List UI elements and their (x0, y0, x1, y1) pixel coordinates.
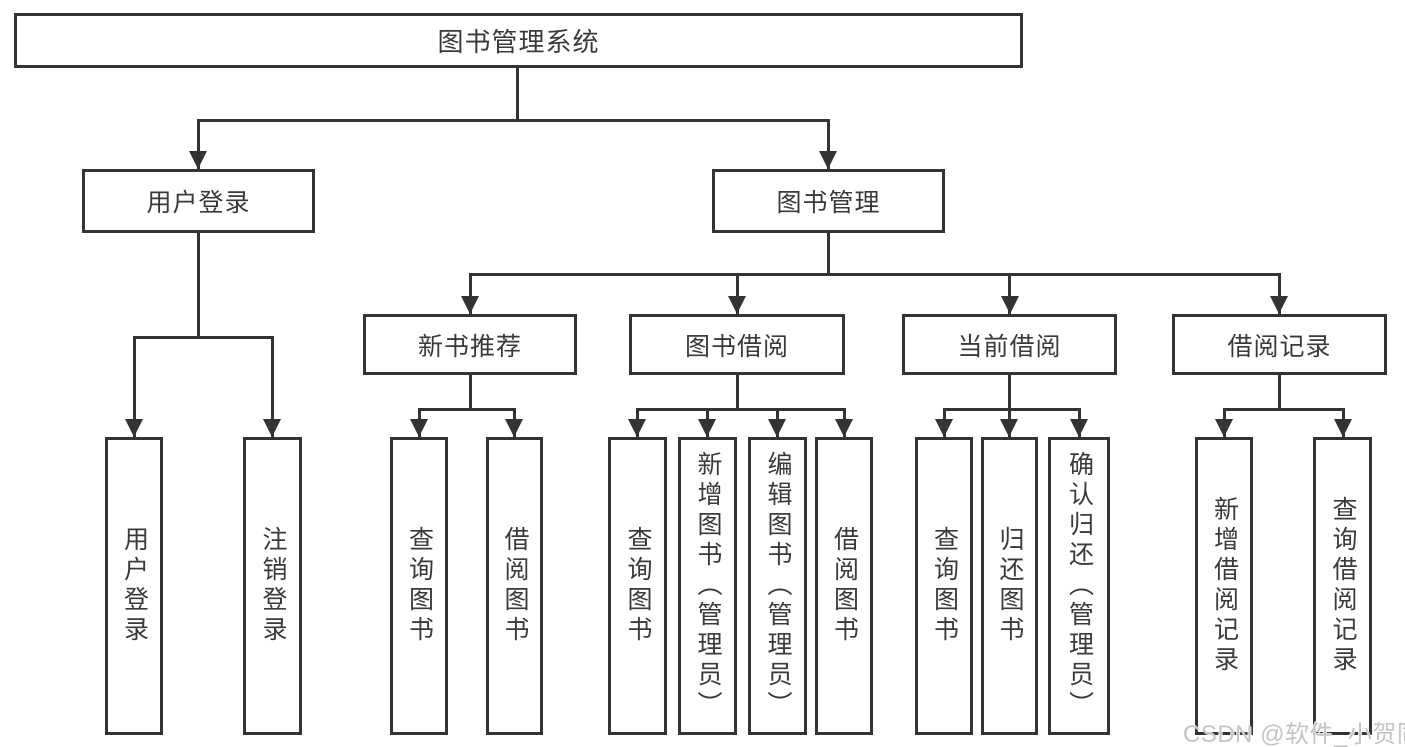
arrowhead-down-icon (1070, 419, 1088, 437)
arrowhead-down-icon (505, 419, 523, 437)
arrowhead-down-icon (628, 419, 646, 437)
node-label: 查询借阅记录 (1329, 496, 1357, 676)
leaf-query-borrow-record: 查询借阅记录 (1313, 437, 1372, 735)
connector-line (469, 273, 472, 314)
arrowhead-down-icon (835, 419, 853, 437)
leaf-confirm-return-admin: 确认归还（管理员） (1048, 437, 1110, 735)
leaf-add-book-admin: 新增图书（管理员） (678, 437, 737, 735)
arrowhead-down-icon (1270, 296, 1288, 314)
leaf-query-books-borrowing: 查询图书 (608, 437, 667, 735)
arrowhead-down-icon (410, 419, 428, 437)
connector-line (197, 119, 200, 169)
connector-line (469, 375, 472, 408)
node-label: 当前借阅 (957, 332, 1062, 361)
arrowhead-down-icon (768, 419, 786, 437)
connector-line (827, 233, 830, 273)
arrowhead-down-icon (728, 296, 746, 314)
node-label: 查询图书 (624, 526, 652, 646)
connector-line (1278, 273, 1281, 314)
arrowhead-down-icon (1000, 419, 1018, 437)
arrowhead-down-icon (189, 151, 207, 169)
arrowhead-down-icon (263, 419, 281, 437)
connector-line (469, 273, 1281, 276)
arrowhead-down-icon (819, 151, 837, 169)
node-label: 编辑图书（管理员） (764, 451, 792, 721)
node-user-login: 用户登录 (82, 169, 315, 233)
connector-line (133, 336, 136, 437)
leaf-logout: 注销登录 (243, 437, 302, 735)
watermark: CSDN @软件_小贺同学 (1183, 721, 1405, 747)
node-current-borrowing: 当前借阅 (902, 314, 1117, 375)
node-borrow-records: 借阅记录 (1172, 314, 1387, 375)
node-label: 图书管理 (776, 189, 881, 217)
node-book-management: 图书管理 (712, 169, 945, 233)
node-new-book-recommend: 新书推荐 (363, 314, 577, 375)
leaf-return-books: 归还图书 (981, 437, 1038, 735)
leaf-edit-book-admin: 编辑图书（管理员） (748, 437, 807, 735)
connector-line (736, 273, 739, 314)
node-label: 用户登录 (146, 189, 251, 217)
leaf-query-books-current: 查询图书 (915, 437, 973, 735)
node-library-system: 图书管理系统 (14, 13, 1023, 68)
node-label: 新书推荐 (417, 332, 522, 361)
node-label: 图书借阅 (684, 332, 789, 361)
connector-line (1008, 273, 1011, 314)
connector-line (943, 408, 1081, 411)
node-label: 借阅图书 (830, 526, 859, 646)
arrowhead-down-icon (125, 419, 143, 437)
arrowhead-down-icon (1215, 419, 1233, 437)
node-label: 借阅图书 (501, 526, 529, 646)
leaf-add-borrow-record: 新增借阅记录 (1195, 437, 1253, 735)
node-label: 新增图书（管理员） (694, 451, 722, 721)
connector-line (736, 375, 739, 408)
node-label: 用户登录 (120, 526, 149, 646)
node-label: 归还图书 (996, 526, 1024, 646)
connector-line (197, 233, 200, 336)
node-label: 查询图书 (930, 526, 959, 646)
leaf-query-books-recommend: 查询图书 (390, 437, 448, 735)
connector-line (1223, 408, 1345, 411)
node-label: 借阅记录 (1227, 332, 1332, 361)
arrowhead-down-icon (461, 296, 479, 314)
arrowhead-down-icon (1334, 419, 1352, 437)
arrowhead-down-icon (1001, 296, 1019, 314)
connector-line (1278, 375, 1281, 408)
leaf-user-login: 用户登录 (105, 437, 163, 735)
connector-line (197, 119, 830, 122)
connector-line (133, 336, 274, 339)
node-label: 注销登录 (259, 526, 287, 646)
connector-line (1008, 375, 1011, 408)
node-label: 确认归还（管理员） (1065, 451, 1094, 721)
arrowhead-down-icon (935, 419, 953, 437)
connector-line (636, 408, 846, 411)
arrowhead-down-icon (698, 419, 716, 437)
leaf-borrow-books-recommend: 借阅图书 (486, 437, 543, 735)
connector-line (271, 336, 274, 437)
node-label: 查询图书 (405, 526, 434, 646)
connector-line (418, 408, 516, 411)
leaf-borrow-books-borrowing: 借阅图书 (815, 437, 873, 735)
node-label: 新增借阅记录 (1210, 496, 1239, 676)
connector-line (827, 119, 830, 169)
node-book-borrowing: 图书借阅 (629, 314, 845, 375)
connector-line (516, 68, 519, 119)
node-label: 图书管理系统 (437, 27, 600, 57)
